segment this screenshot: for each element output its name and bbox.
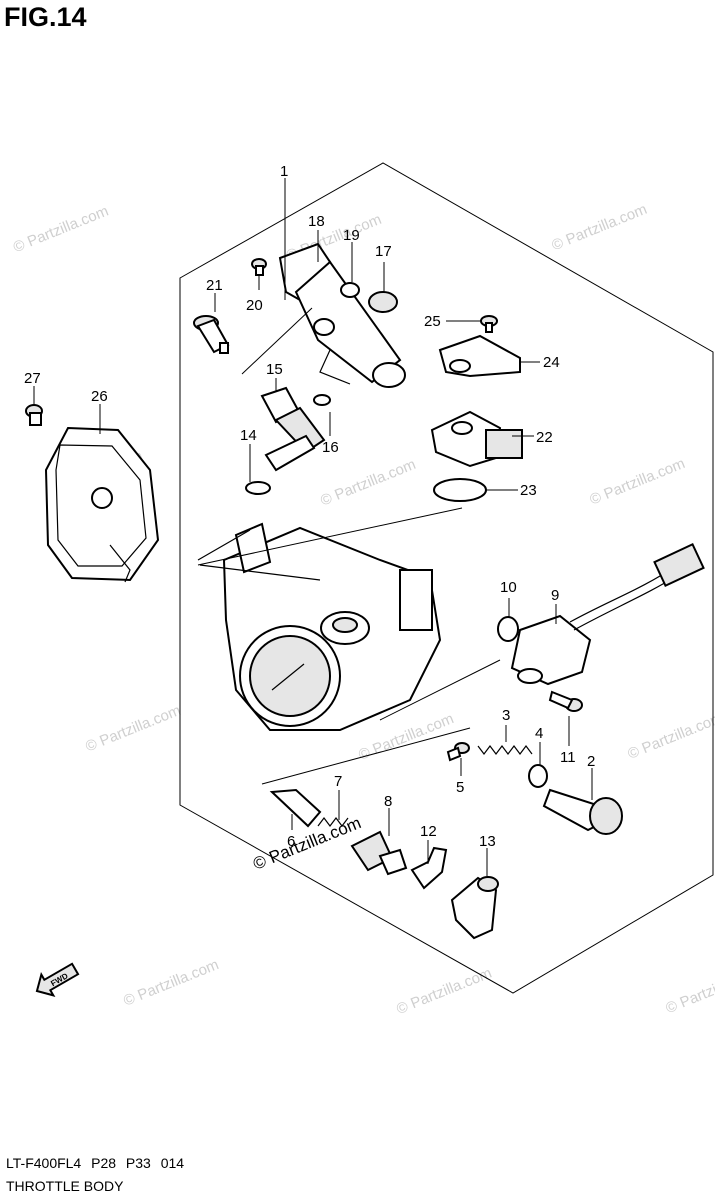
part-9-sensor	[510, 543, 705, 686]
fwd-arrow-icon: FWD	[35, 962, 80, 997]
part-16-o-ring	[313, 394, 331, 406]
callout-17: 17	[375, 243, 392, 260]
part-8-valve	[350, 830, 408, 876]
part-26-cover	[44, 426, 160, 583]
part-3-spring	[477, 745, 533, 755]
callout-15: 15	[266, 361, 283, 378]
callout-11: 11	[560, 749, 576, 766]
watermark: © Partzilla.com	[587, 455, 687, 509]
callout-22: 22	[536, 429, 553, 446]
callout-12: 12	[420, 823, 437, 840]
callout-6: 6	[287, 833, 295, 850]
watermark: © Partzilla.com	[394, 964, 494, 1018]
part-24-25-bracket	[438, 315, 521, 378]
part-5-screw	[446, 742, 470, 762]
callout-24: 24	[543, 354, 560, 371]
watermark: © Partzilla.com	[11, 203, 111, 257]
throttle-body-main	[197, 522, 442, 731]
watermark: © Partzilla.com	[121, 956, 221, 1010]
watermark: © Partzilla.com	[549, 201, 649, 255]
callout-labels: 1 2 3 4 5 6 7 8 9 10 11 12 13 14 15 16 1…	[24, 163, 595, 850]
part-22-sensor	[430, 410, 523, 468]
watermark: © Partzilla.com	[83, 702, 183, 756]
part-13-fitting	[450, 876, 499, 940]
callout-26: 26	[91, 388, 108, 405]
callout-20: 20	[246, 297, 263, 314]
figure-title: FIG.14	[4, 2, 87, 32]
part-15-injector	[260, 386, 326, 472]
callout-23: 23	[520, 482, 537, 499]
callout-21: 21	[206, 277, 223, 294]
part-27-screw	[25, 404, 43, 426]
part-6-plunger	[269, 788, 322, 828]
callout-3: 3	[502, 707, 510, 724]
callout-18: 18	[308, 213, 325, 230]
watermark: © Partzilla.com	[625, 709, 715, 763]
callout-27: 27	[24, 370, 41, 387]
part-11-screw	[548, 690, 583, 712]
part-17-18-fuel-rail	[278, 242, 406, 388]
watermark: © Partzilla.com	[663, 964, 715, 1018]
part-20-screw	[251, 258, 267, 276]
part-21-sensor	[193, 315, 230, 354]
part-12-hose	[410, 846, 448, 890]
callout-16: 16	[322, 439, 339, 456]
callout-1: 1	[280, 163, 288, 180]
footer-name: THROTTLE BODY	[6, 1178, 124, 1194]
callout-19: 19	[343, 227, 360, 244]
callout-5: 5	[456, 779, 464, 796]
part-14-o-ring	[245, 481, 271, 495]
part-23-o-ring	[433, 478, 487, 502]
watermark: © Partzilla.com	[318, 456, 418, 510]
callout-13: 13	[479, 833, 496, 850]
callout-7: 7	[334, 773, 342, 790]
part-10-o-ring	[497, 616, 519, 642]
callout-4: 4	[535, 725, 543, 742]
assembly-outline	[179, 162, 714, 994]
callout-9: 9	[551, 587, 559, 604]
leader-lines	[33, 178, 593, 876]
callout-2: 2	[587, 753, 595, 770]
part-7-spring	[317, 817, 349, 827]
part-4-o-ring	[528, 764, 548, 788]
callout-25: 25	[424, 313, 441, 330]
part-2-screw	[542, 788, 623, 835]
callout-14: 14	[240, 427, 257, 444]
watermark: © Partzilla.com	[356, 710, 456, 764]
footer-code: LT-F400FL4 P28 P33 014	[6, 1155, 185, 1171]
callout-8: 8	[384, 793, 392, 810]
callout-10: 10	[500, 579, 517, 596]
